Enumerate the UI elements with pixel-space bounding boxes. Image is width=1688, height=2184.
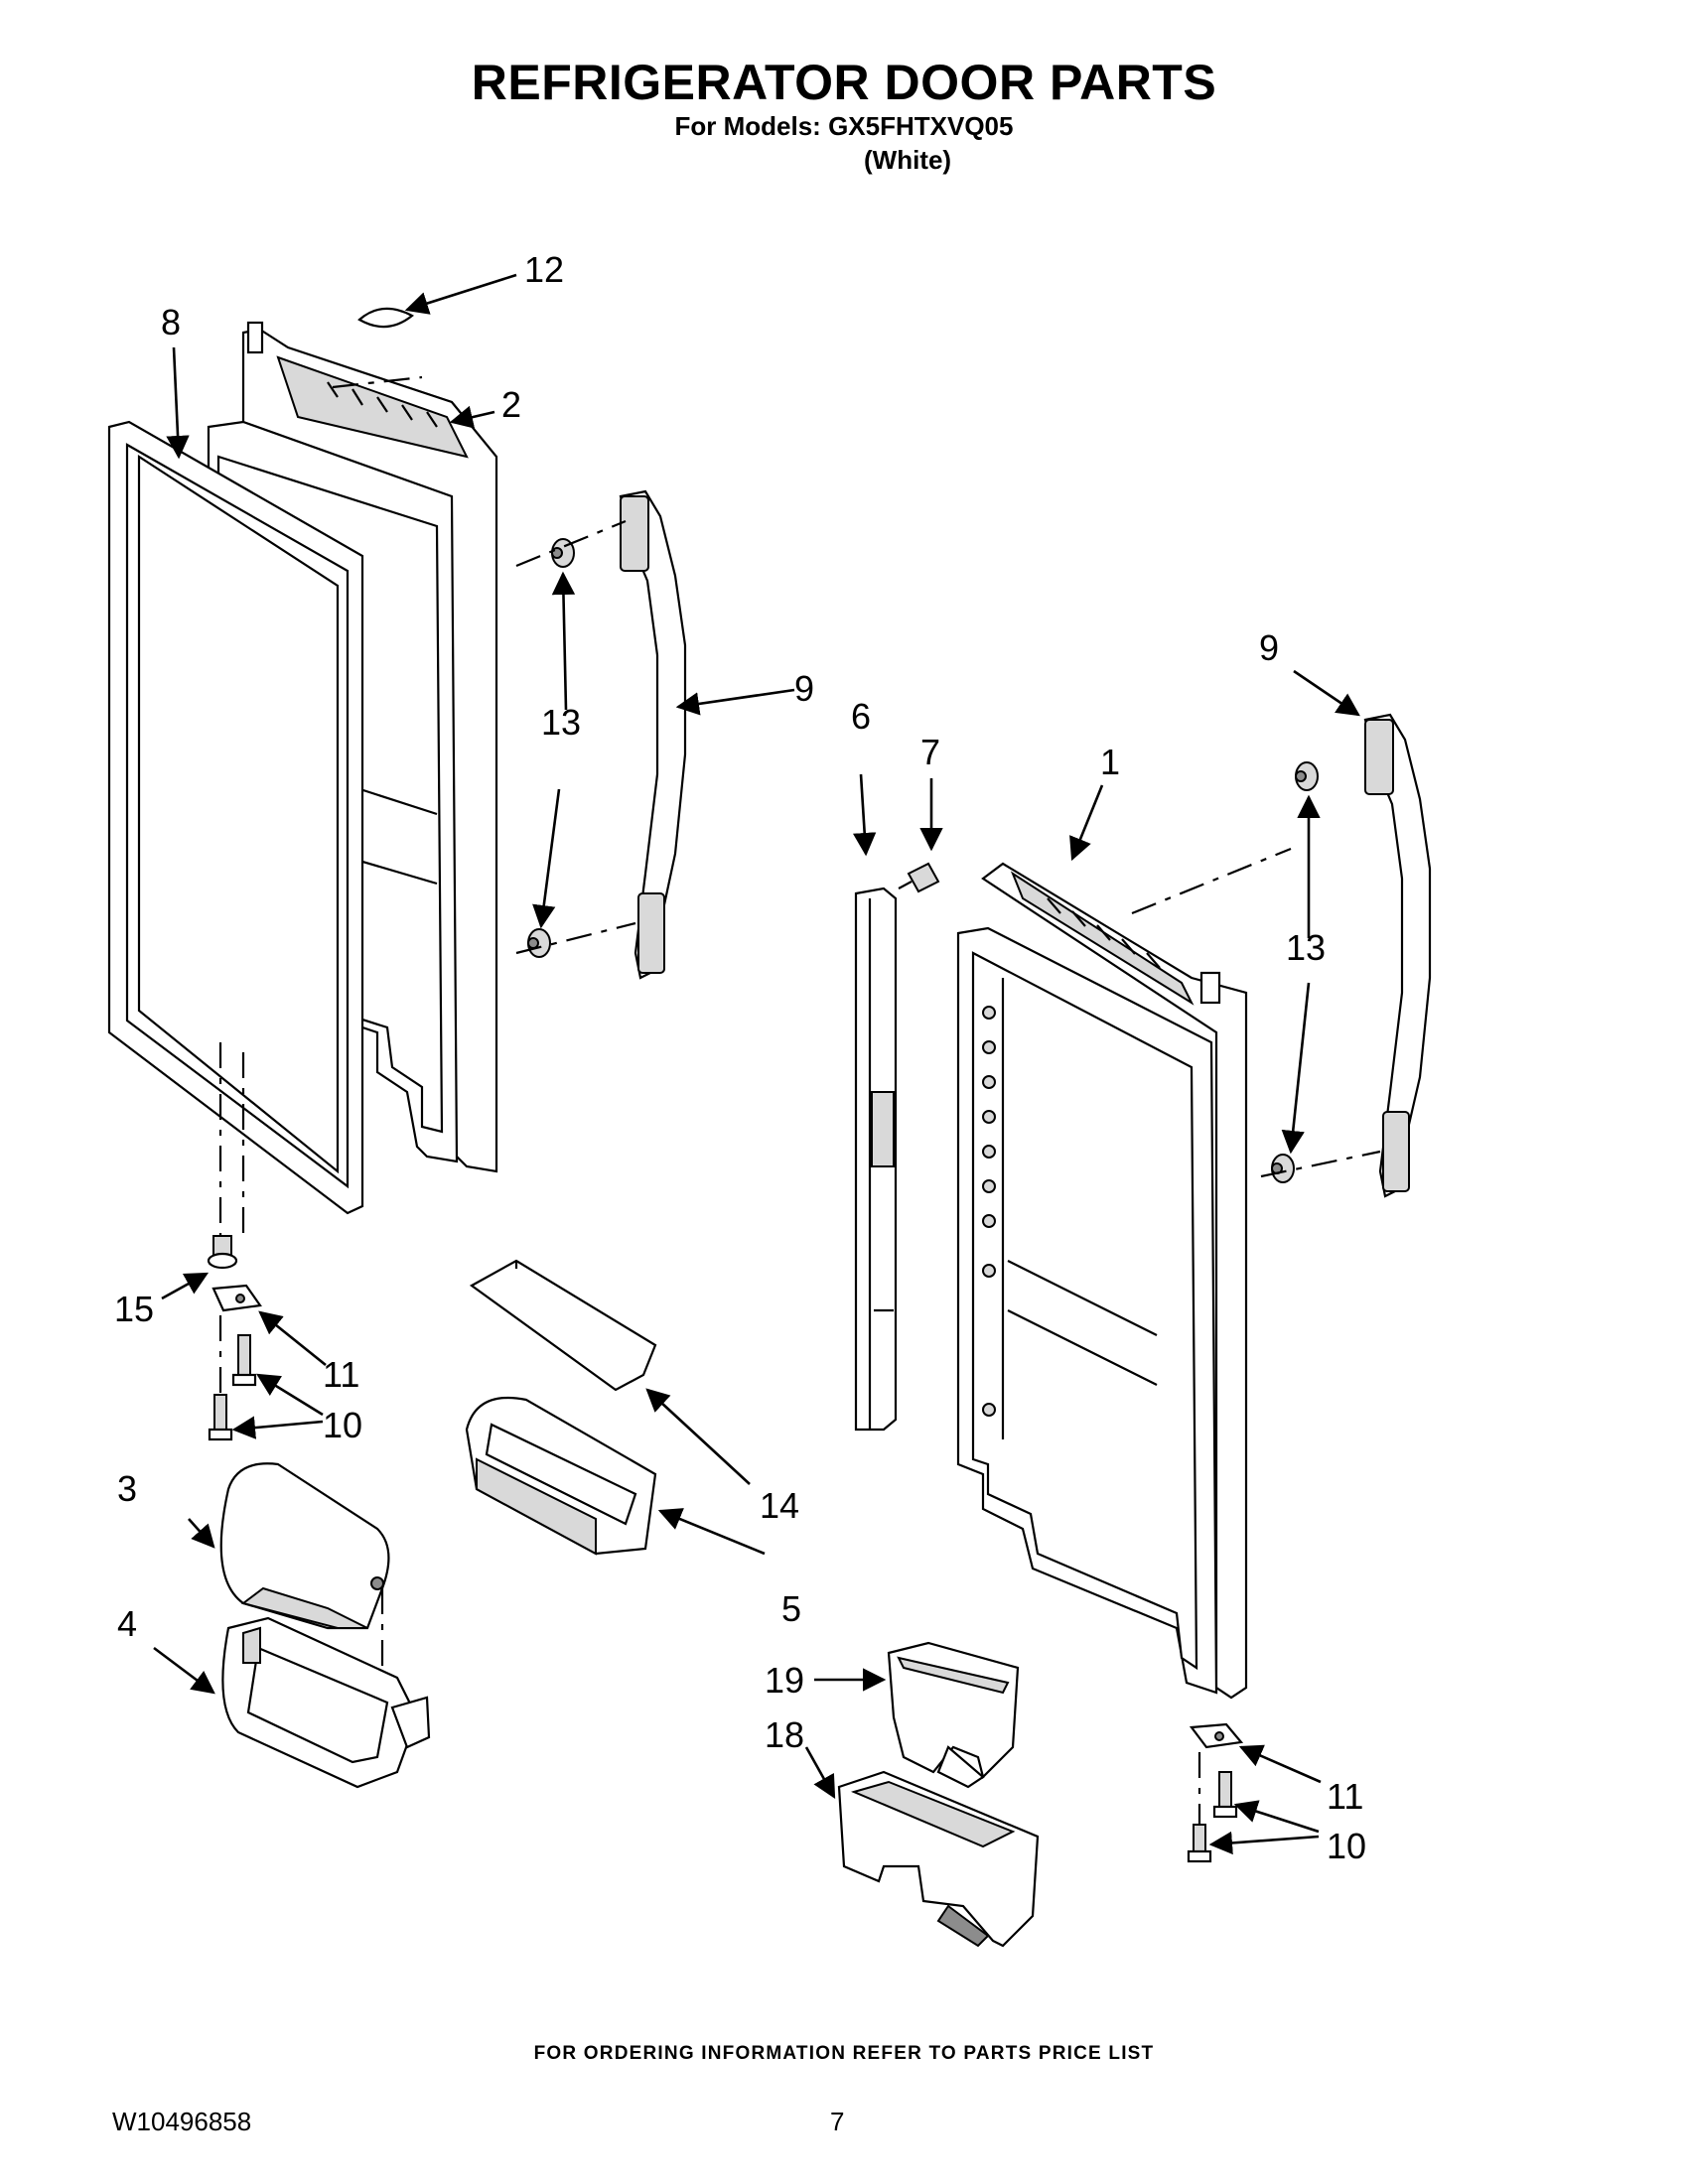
right-handle-studs — [1271, 761, 1319, 1183]
color-note: (White) — [864, 145, 952, 175]
mullion-screw — [898, 862, 940, 893]
center-mullion — [854, 887, 898, 1432]
callout-11-right: 11 — [1327, 1776, 1363, 1817]
callout-13-left: 13 — [541, 702, 581, 743]
callout-11-left: 11 — [323, 1354, 359, 1395]
ice-bin-18 — [837, 1770, 1040, 1948]
callout-leaders — [153, 273, 1360, 1855]
left-dairy-cover — [219, 1462, 390, 1630]
callout-2: 2 — [501, 384, 521, 425]
models-line: For Models: GX5FHTXVQ05 — [674, 111, 1014, 141]
callout-4: 4 — [117, 1603, 137, 1644]
ordering-note: FOR ORDERING INFORMATION REFER TO PARTS … — [533, 2043, 1155, 2064]
part-12-cap — [357, 307, 414, 329]
left-hinge-screws — [208, 1334, 257, 1441]
center-door-bin — [465, 1396, 657, 1556]
right-liner-shelf-pegs — [982, 1006, 996, 1417]
callout-1: 1 — [1100, 742, 1120, 782]
left-dairy-bin — [221, 1616, 431, 1789]
page-title: REFRIGERATOR DOOR PARTS — [471, 55, 1217, 110]
right-door-outer — [981, 862, 1248, 1700]
callout-6: 6 — [851, 696, 871, 737]
callout-13-right: 13 — [1286, 927, 1326, 968]
left-hinge-bushing — [207, 1235, 262, 1312]
callout-12: 12 — [524, 249, 564, 290]
callout-8: 8 — [161, 302, 181, 342]
left-handle-studs — [527, 538, 575, 958]
callout-14: 14 — [760, 1485, 799, 1526]
right-door-handle — [1363, 713, 1432, 1198]
callout-15: 15 — [114, 1289, 154, 1329]
page-number: 7 — [830, 2107, 845, 2136]
right-door-liner — [956, 926, 1218, 1695]
callout-labels: 12 8 2 9 13 6 7 1 9 13 15 11 10 3 4 14 5… — [114, 249, 1366, 1866]
callout-7: 7 — [920, 732, 940, 772]
right-hinge-screws — [1187, 1771, 1238, 1863]
callout-18: 18 — [765, 1714, 804, 1755]
center-shelf-cover — [469, 1259, 657, 1392]
callout-9-left: 9 — [794, 668, 814, 709]
left-door-gasket — [107, 420, 364, 1215]
document-number: W10496858 — [112, 2107, 252, 2136]
callout-3: 3 — [117, 1468, 137, 1509]
ice-chute-19 — [887, 1641, 1020, 1789]
callout-5: 5 — [781, 1588, 801, 1629]
callout-10-left: 10 — [323, 1405, 362, 1445]
right-hinge-plate — [1189, 1722, 1244, 1749]
callout-10-right: 10 — [1327, 1826, 1366, 1866]
left-door-handle — [619, 489, 687, 980]
callout-19: 19 — [765, 1660, 804, 1701]
callout-9-right: 9 — [1259, 627, 1279, 668]
